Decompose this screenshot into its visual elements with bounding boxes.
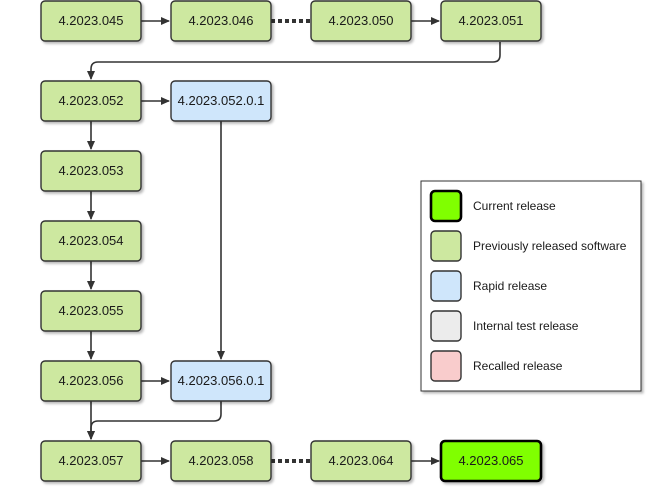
node-label: 4.2023.053: [58, 163, 123, 178]
legend-item-rapid: Rapid release: [430, 270, 547, 302]
legend-item-current: Current release: [429, 189, 556, 223]
node-4-2023-058[interactable]: 4.2023.058: [170, 440, 272, 482]
node-4-2023-053[interactable]: 4.2023.053: [40, 150, 142, 192]
node-label: 4.2023.052.0.1: [178, 93, 265, 108]
legend-label-recalled: Recalled release: [473, 359, 563, 373]
node-4-2023-056[interactable]: 4.2023.056: [40, 360, 142, 402]
node-4-2023-065[interactable]: 4.2023.065: [439, 439, 543, 483]
node-label: 4.2023.046: [188, 13, 253, 28]
node-4-2023-046[interactable]: 4.2023.046: [170, 0, 272, 42]
node-label: 4.2023.051: [458, 13, 523, 28]
node-4-2023-045[interactable]: 4.2023.045: [40, 0, 142, 42]
node-4-2023-051[interactable]: 4.2023.051: [440, 0, 542, 42]
node-4-2023-057[interactable]: 4.2023.057: [40, 440, 142, 482]
node-label: 4.2023.057: [58, 453, 123, 468]
legend-item-previous: Previously released software: [430, 230, 627, 262]
node-label: 4.2023.056: [58, 373, 123, 388]
node-label: 4.2023.045: [58, 13, 123, 28]
node-label: 4.2023.065: [458, 453, 523, 468]
legend-label-previous: Previously released software: [473, 239, 627, 253]
node-label: 4.2023.056.0.1: [178, 373, 265, 388]
legend-item-recalled: Recalled release: [430, 350, 563, 382]
edge-051-052: [87, 42, 501, 80]
legend: Current release Previously released soft…: [420, 180, 642, 392]
node-4-2023-064[interactable]: 4.2023.064: [310, 440, 412, 482]
edge-0560-057: [87, 401, 222, 440]
node-label: 4.2023.058: [188, 453, 253, 468]
legend-swatch-internal: [430, 310, 462, 342]
node-label: 4.2023.064: [328, 453, 393, 468]
legend-label-current: Current release: [473, 199, 556, 213]
node-label: 4.2023.050: [328, 13, 393, 28]
legend-swatch-recalled: [430, 350, 462, 382]
node-4-2023-054[interactable]: 4.2023.054: [40, 220, 142, 262]
legend-label-rapid: Rapid release: [473, 279, 547, 293]
legend-label-internal: Internal test release: [473, 319, 579, 333]
node-label: 4.2023.052: [58, 93, 123, 108]
node-label: 4.2023.055: [58, 303, 123, 318]
legend-swatch-previous: [430, 230, 462, 262]
node-4-2023-050[interactable]: 4.2023.050: [310, 0, 412, 42]
node-4-2023-052[interactable]: 4.2023.052: [40, 80, 142, 122]
legend-swatch-rapid: [430, 270, 462, 302]
node-4-2023-056-0-1[interactable]: 4.2023.056.0.1: [170, 360, 272, 402]
node-4-2023-052-0-1[interactable]: 4.2023.052.0.1: [170, 80, 272, 122]
node-label: 4.2023.054: [58, 233, 123, 248]
node-4-2023-055[interactable]: 4.2023.055: [40, 290, 142, 332]
legend-item-internal: Internal test release: [430, 310, 579, 342]
legend-swatch-current: [429, 189, 463, 223]
